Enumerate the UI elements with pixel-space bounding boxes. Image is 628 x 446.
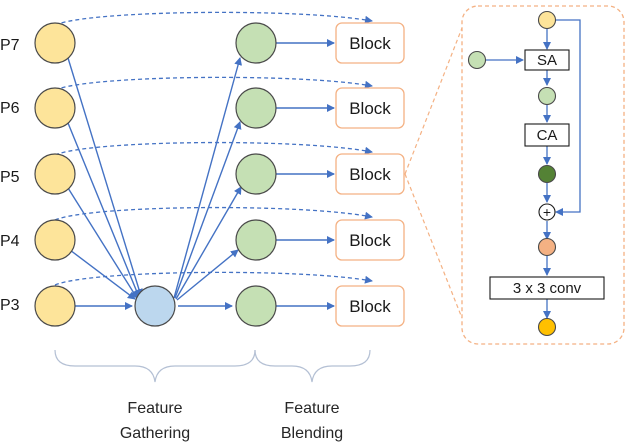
gather-arrow-p5	[67, 187, 138, 299]
block-label-p3: Block	[349, 297, 391, 316]
detail-ca-output-node	[537, 164, 557, 184]
block-label-p6: Block	[349, 99, 391, 118]
blending-arrows	[173, 57, 243, 310]
gathering-arrows	[67, 57, 143, 310]
gather-node	[134, 285, 176, 327]
conv-module-box	[489, 276, 605, 300]
sa-module-box	[524, 49, 570, 71]
ca-module-box	[524, 123, 570, 147]
input-node-p6	[34, 87, 76, 129]
gathering-caption-line2: Gathering	[120, 425, 190, 442]
block-box-p3	[335, 285, 405, 327]
skip-connection-p3	[54, 271, 373, 286]
detail-input-node	[537, 10, 557, 30]
blend-arrow-p7	[173, 57, 243, 299]
detail-residual-path	[555, 19, 581, 216]
level-label-p3: P3	[0, 297, 20, 314]
input-node-p5	[34, 153, 76, 195]
gathering-bracket	[54, 349, 256, 383]
skip-connection-p5	[54, 141, 373, 156]
blend-arrow-p4	[176, 249, 239, 301]
block-label-p5: Block	[349, 165, 391, 184]
zoom-connector	[404, 27, 463, 319]
blending-caption-line1: Feature	[284, 400, 339, 417]
skip-connections	[54, 11, 373, 286]
detail-sa-output-node	[537, 86, 557, 106]
level-label-p7: P7	[0, 37, 20, 54]
block-arrows	[276, 39, 335, 310]
block-box-p4	[335, 219, 405, 261]
block-box-p5	[335, 153, 405, 195]
level-label-p6: P6	[0, 100, 20, 117]
input-node-p7	[34, 22, 76, 64]
skip-connection-p4	[54, 206, 373, 221]
blend-node-p5	[235, 153, 277, 195]
gather-arrow-p7	[67, 57, 143, 297]
detail-connections	[486, 19, 581, 319]
input-node-p4	[34, 219, 76, 261]
blend-node-p7	[235, 22, 277, 64]
zoom-line-top	[404, 27, 463, 175]
skip-connection-p6	[54, 76, 373, 91]
level-label-p4: P4	[0, 233, 20, 250]
block-box-p7	[335, 22, 405, 64]
skip-connection-p7	[54, 11, 373, 26]
brackets	[54, 349, 371, 383]
sa-module-label: SA	[537, 52, 557, 69]
detail-blend-input-node	[467, 50, 487, 70]
blending-bracket	[254, 349, 371, 383]
blend-node-p4	[235, 219, 277, 261]
block-detail-panel	[461, 5, 625, 345]
blend-arrow-p6	[174, 121, 242, 299]
gathering-caption-line1: Feature	[127, 400, 182, 417]
add-symbol: +	[543, 204, 551, 220]
blending-caption-line2: Blending	[281, 425, 343, 442]
blend-nodes	[235, 22, 277, 327]
level-label-p5: P5	[0, 169, 20, 186]
block-label-p7: Block	[349, 34, 391, 53]
detail-nodes	[467, 10, 557, 337]
input-node-p3	[34, 285, 76, 327]
gather-arrow-p6	[67, 122, 141, 298]
blocks: Block Block Block Block Block	[335, 22, 405, 327]
block-label-p4: Block	[349, 231, 391, 250]
gather-arrow-p4	[69, 249, 136, 300]
block-box-p6	[335, 87, 405, 129]
detail-sum-node	[537, 237, 557, 257]
add-node	[538, 203, 556, 221]
ca-module-label: CA	[537, 127, 558, 144]
blend-arrow-p5	[175, 186, 242, 300]
zoom-line-bottom	[404, 173, 463, 319]
conv-module-label: 3 x 3 conv	[513, 280, 582, 297]
blend-node-p6	[235, 87, 277, 129]
input-nodes	[34, 22, 76, 327]
blend-node-p3	[235, 285, 277, 327]
detail-output-node	[537, 317, 557, 337]
